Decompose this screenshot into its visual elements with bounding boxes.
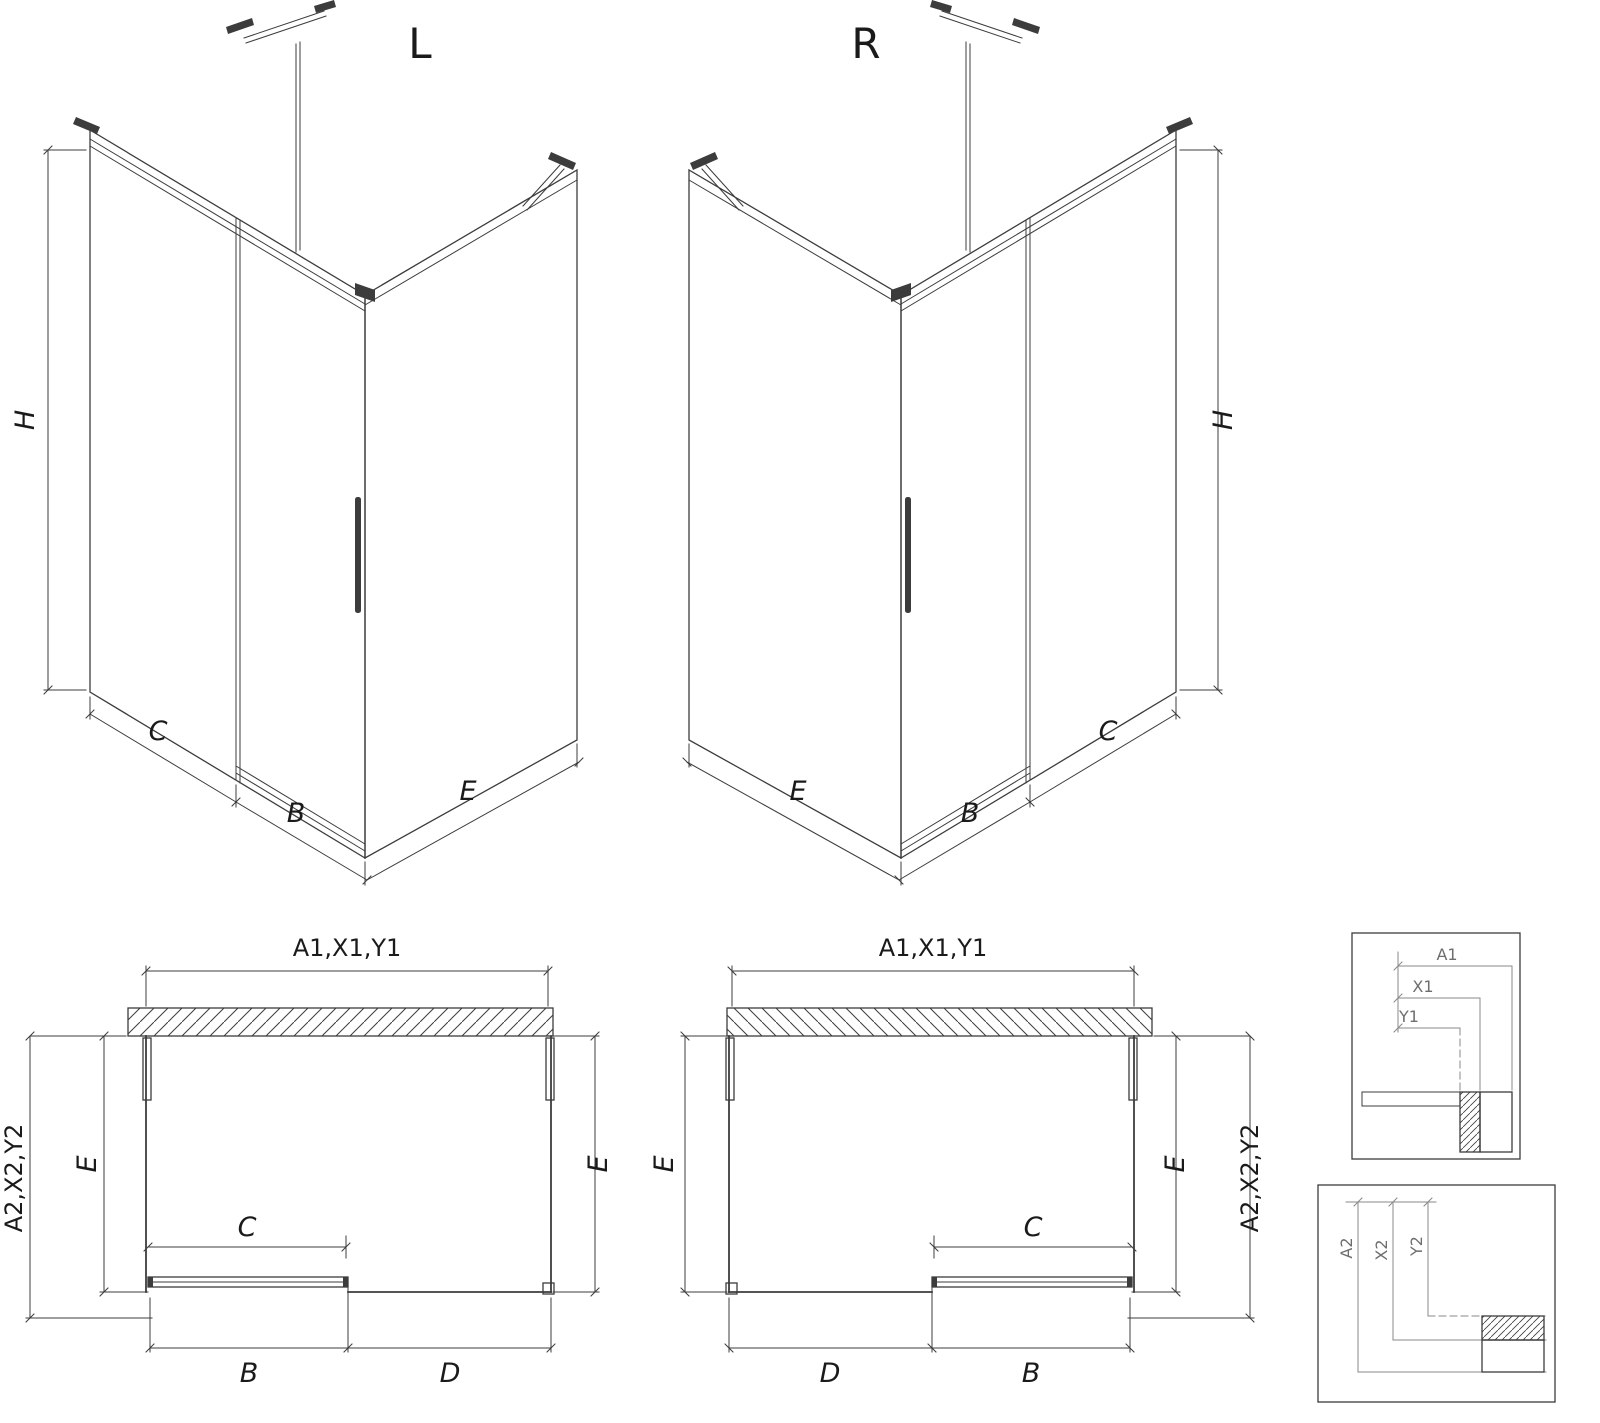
dim-label-h: H <box>1208 410 1239 430</box>
detail-tick <box>1388 1197 1398 1207</box>
detail-label-y2: Y2 <box>1407 1236 1426 1257</box>
dim-label-c: C <box>149 716 168 747</box>
plan-view-left: A1,X1,Y1 A2,X2,Y2 E E C B D <box>0 934 614 1389</box>
dim-label-e: E <box>459 776 476 807</box>
detail-label-a1: A1 <box>1436 945 1457 964</box>
iso-view-left: L H C B E <box>10 0 584 886</box>
dim-label-a1x1y1: A1,X1,Y1 <box>293 934 402 962</box>
detail-glass <box>1459 1091 1481 1153</box>
detail-profile <box>1481 1339 1545 1373</box>
detail-label-y1: Y1 <box>1398 1007 1419 1026</box>
dim-label-e-left: E <box>649 1155 680 1172</box>
iso-left-geometry <box>43 0 584 886</box>
dim-label-b: B <box>240 1358 259 1389</box>
iso-right-geometry <box>682 0 1223 886</box>
dim-label-e: E <box>789 776 806 807</box>
dim-label-c: C <box>1099 716 1118 747</box>
dim-label-c: C <box>1024 1212 1043 1243</box>
detail-label-a2: A2 <box>1337 1237 1356 1258</box>
detail-dim-a2 <box>1357 1201 1547 1373</box>
detail-depth-section: A2 X2 Y2 <box>1317 1184 1556 1403</box>
detail-tick <box>1393 993 1403 1003</box>
plan-view-right: A1,X1,Y1 A2,X2,Y2 E E C D B <box>649 934 1264 1389</box>
detail-wall-profile <box>1361 1091 1461 1107</box>
view-label-right: R <box>851 19 880 68</box>
dim-label-d: D <box>440 1358 461 1389</box>
detail-label-x1: X1 <box>1412 977 1433 996</box>
detail-glass <box>1481 1315 1545 1341</box>
dim-label-a1x1y1: A1,X1,Y1 <box>879 934 988 962</box>
dim-label-h: H <box>10 410 41 430</box>
detail-dim-x1 <box>1397 997 1481 1091</box>
view-label-left: L <box>408 19 432 68</box>
dim-label-c: C <box>238 1212 257 1243</box>
detail-width-section: A1 X1 Y1 <box>1351 932 1521 1160</box>
dim-label-e-right: E <box>583 1155 614 1172</box>
detail-tick <box>1393 961 1403 971</box>
detail-tick <box>1393 1023 1403 1033</box>
detail-label-x2: X2 <box>1372 1239 1391 1260</box>
dim-label-b: B <box>1022 1358 1041 1389</box>
detail-tick <box>1423 1197 1433 1207</box>
dim-label-a2x2y2: A2,X2,Y2 <box>1236 1124 1264 1233</box>
dim-label-e-left: E <box>72 1155 103 1172</box>
iso-view-right: R H C B E <box>682 0 1239 886</box>
detail-box <box>1317 1184 1556 1403</box>
plan-left-geometry <box>25 965 600 1353</box>
dim-label-d: D <box>820 1358 841 1389</box>
detail-dim-a1 <box>1397 965 1513 1091</box>
detail-box <box>1351 932 1521 1160</box>
dim-label-b: B <box>287 798 306 829</box>
dim-label-a2x2y2: A2,X2,Y2 <box>0 1124 28 1233</box>
detail-profile <box>1479 1091 1513 1153</box>
dim-label-b: B <box>961 798 980 829</box>
detail-tick <box>1353 1197 1363 1207</box>
dim-label-e-right: E <box>1160 1155 1191 1172</box>
